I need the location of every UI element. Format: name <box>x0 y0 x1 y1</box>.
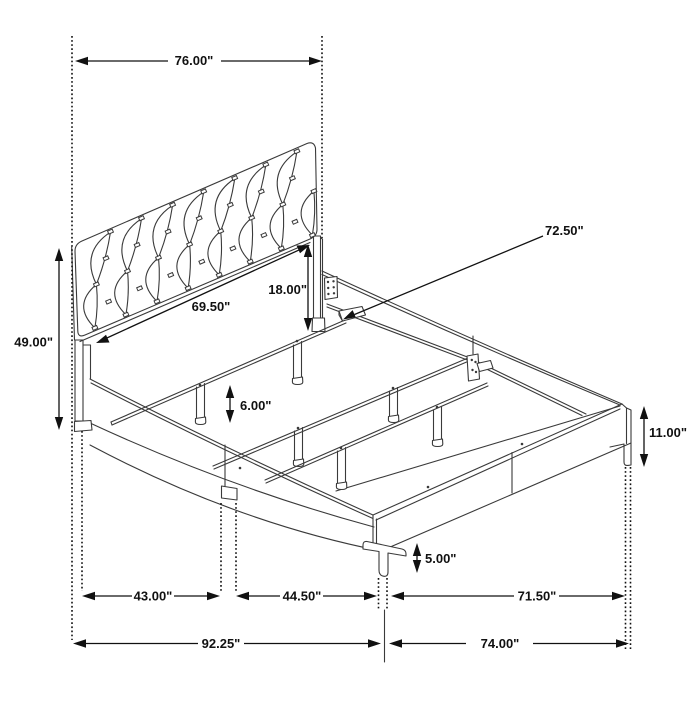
svg-text:69.50": 69.50" <box>192 299 231 314</box>
svg-text:43.00": 43.00" <box>134 589 173 604</box>
svg-text:76.00": 76.00" <box>175 53 214 68</box>
svg-text:74.00": 74.00" <box>481 636 520 651</box>
svg-text:72.50": 72.50" <box>545 223 584 238</box>
svg-text:11.00": 11.00" <box>649 425 687 440</box>
svg-text:5.00": 5.00" <box>425 551 456 566</box>
svg-text:92.25": 92.25" <box>202 636 241 651</box>
svg-text:44.50": 44.50" <box>283 589 322 604</box>
svg-text:6.00": 6.00" <box>240 398 271 413</box>
svg-text:18.00": 18.00" <box>268 282 307 297</box>
svg-text:71.50": 71.50" <box>518 589 557 604</box>
svg-text:49.00": 49.00" <box>14 335 53 350</box>
